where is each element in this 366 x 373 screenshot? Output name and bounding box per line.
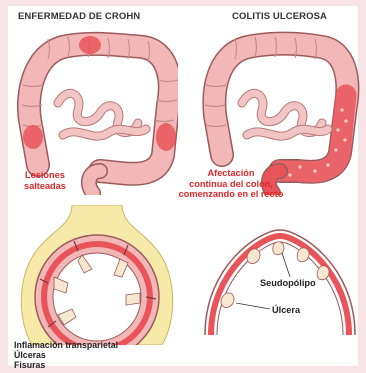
colitis-affect-line-2: continua del colon, [156, 179, 306, 190]
colitis-affect-label: Afectación continua del colon, comenzand… [156, 168, 306, 200]
crohn-cross-section [12, 205, 182, 345]
crohn-lesions-line-2: salteadas [24, 181, 66, 192]
crohn-lesions-line-1: Lesiones [24, 170, 66, 181]
crohn-lesions-label: Lesiones salteadas [24, 170, 66, 191]
heading-crohn: ENFERMEDAD DE CROHN [18, 11, 140, 22]
heading-colitis: COLITIS ULCEROSA [232, 11, 327, 22]
colitis-affect-line-1: Afectación [156, 168, 306, 179]
crohn-features-label: Inflamación transparietal Úlceras Fisura… [14, 341, 118, 370]
colitis-affect-line-3: comenzando en el recto [156, 189, 306, 200]
crohn-feature-3: Fisuras [14, 361, 118, 371]
ulcera-colitis-label: Úlcera [272, 305, 300, 316]
seudopolipo-label: Seudopólipo [260, 278, 316, 289]
